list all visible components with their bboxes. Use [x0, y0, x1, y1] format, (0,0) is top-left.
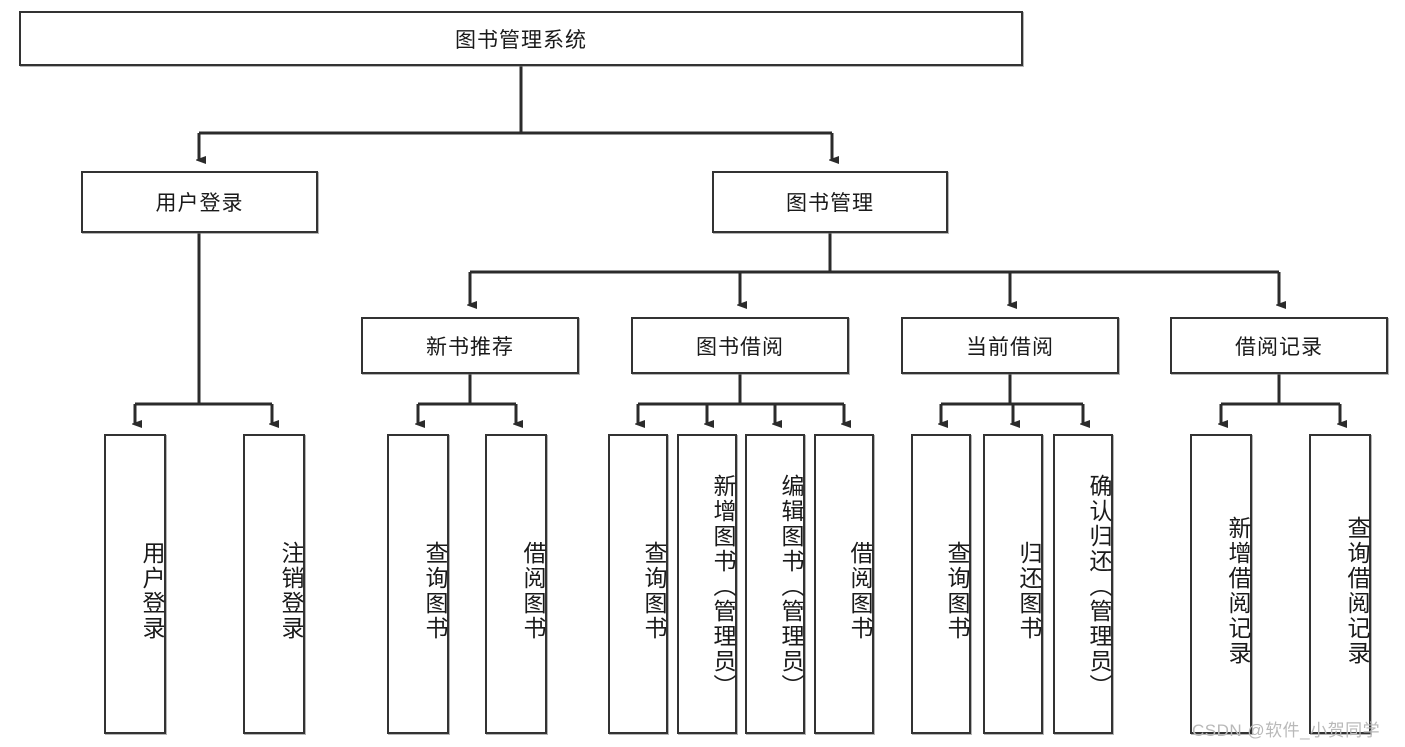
node-root[interactable]: 图书管理系统 [19, 11, 1023, 66]
node-leaf-query-book-3[interactable]: 查询图书 [911, 434, 971, 734]
node-leaf-borrow-book-1[interactable]: 借阅图书 [485, 434, 547, 734]
node-leaf-return-book-label: 归还图书 [1016, 541, 1042, 641]
node-user-login-label: 用户登录 [155, 192, 244, 215]
node-leaf-query-record[interactable]: 查询借阅记录 [1309, 434, 1371, 734]
node-leaf-query-book-1-label: 查询图书 [422, 541, 448, 641]
node-new-book-recommend[interactable]: 新书推荐 [361, 317, 579, 374]
node-book-borrow-label: 图书借阅 [696, 335, 784, 359]
node-leaf-add-record-label: 新增借阅记录 [1225, 516, 1251, 666]
node-leaf-edit-book[interactable]: 编辑图书（管理员） [745, 434, 805, 734]
node-leaf-borrow-book-2[interactable]: 借阅图书 [814, 434, 874, 734]
node-current-borrow-label: 当前借阅 [966, 335, 1054, 359]
node-leaf-query-book-3-label: 查询图书 [944, 541, 970, 641]
node-leaf-confirm-return-label: 确认归还（管理员） [1086, 473, 1112, 699]
node-root-label: 图书管理系统 [455, 28, 587, 52]
node-leaf-borrow-book-2-label: 借阅图书 [847, 541, 873, 641]
node-leaf-user-login-label: 用户登录 [139, 541, 165, 641]
node-user-login[interactable]: 用户登录 [81, 171, 318, 233]
node-leaf-edit-book-label: 编辑图书（管理员） [778, 473, 804, 699]
node-leaf-query-book-2-label: 查询图书 [641, 541, 667, 641]
node-leaf-add-record[interactable]: 新增借阅记录 [1190, 434, 1252, 734]
node-leaf-add-book[interactable]: 新增图书（管理员） [677, 434, 737, 734]
node-leaf-return-book[interactable]: 归还图书 [983, 434, 1043, 734]
node-leaf-borrow-book-1-label: 借阅图书 [520, 541, 546, 641]
node-leaf-user-login[interactable]: 用户登录 [104, 434, 166, 734]
node-borrow-record-label: 借阅记录 [1235, 335, 1323, 359]
node-book-manage[interactable]: 图书管理 [712, 171, 948, 233]
node-leaf-query-book-2[interactable]: 查询图书 [608, 434, 668, 734]
node-current-borrow[interactable]: 当前借阅 [901, 317, 1119, 374]
node-leaf-query-record-label: 查询借阅记录 [1344, 516, 1370, 666]
node-book-manage-label: 图书管理 [786, 192, 874, 215]
node-leaf-query-book-1[interactable]: 查询图书 [387, 434, 449, 734]
csdn-watermark: CSDN @软件_小贺同学 [1192, 721, 1381, 740]
node-borrow-record[interactable]: 借阅记录 [1170, 317, 1388, 374]
node-leaf-logout-label: 注销登录 [278, 541, 304, 641]
node-new-book-recommend-label: 新书推荐 [426, 335, 514, 359]
node-leaf-confirm-return[interactable]: 确认归还（管理员） [1053, 434, 1113, 734]
node-book-borrow[interactable]: 图书借阅 [631, 317, 849, 374]
node-leaf-add-book-label: 新增图书（管理员） [710, 473, 736, 699]
node-leaf-logout[interactable]: 注销登录 [243, 434, 305, 734]
